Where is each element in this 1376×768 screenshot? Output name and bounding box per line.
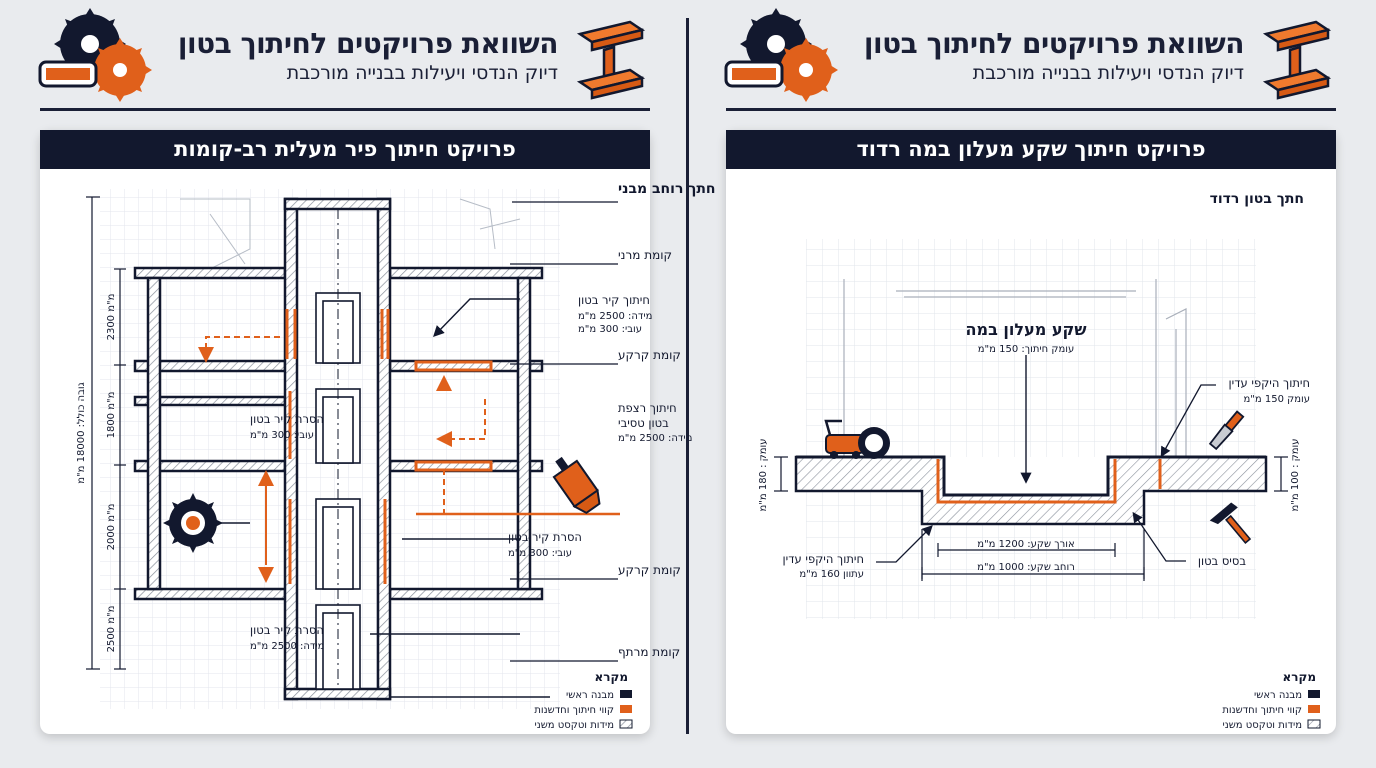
width-dim: רוחב שקע: 1000 מ"מ <box>977 562 1075 573</box>
center-divider <box>686 18 689 734</box>
core-drill-icon <box>552 456 601 515</box>
stage-lift-pit-card: פרויקט חיתוך שקע מעלון במה רדוד <box>726 130 1336 734</box>
saw-blade-icon <box>163 493 223 553</box>
note1-title: חיתוך קיר בטון <box>578 293 650 307</box>
chisel-icon <box>1208 410 1245 451</box>
steel-beam-icon <box>576 20 646 100</box>
header-subtitle: דיוק הנדסי ויעילות בבנייה מורכבת <box>972 62 1244 84</box>
floor-label-1: קומת קרקע <box>618 348 681 362</box>
legend-swatch-cut <box>1308 705 1320 713</box>
legend-swatch-dim <box>1307 719 1321 729</box>
legend-swatch-dim <box>619 719 633 729</box>
note5-title: הסרת קיר בטון <box>250 623 324 637</box>
note2-size: מידה: 2500 מ"מ <box>618 433 692 444</box>
edge-cut-sub: עומק 150 מ"מ <box>1243 394 1310 405</box>
concrete-saw-icon <box>824 419 890 459</box>
perimeter-cut-title: חיתוך היקפי עדין <box>783 552 864 566</box>
legend-item-structure: מבנה ראשי <box>566 690 614 701</box>
edge-cut-title: חיתוך היקפי עדין <box>1229 376 1310 390</box>
header-title: השוואת פרויקטים לחיתוך בטון <box>177 27 559 60</box>
pit-title: שקע מעלון במה <box>966 320 1087 339</box>
note4-title: הסרת קיר בטון <box>508 530 582 544</box>
floor-label-top: קומת מרני <box>618 248 672 262</box>
elevator-shaft-card: פרויקט חיתוך פיר מעלית רב-קומות <box>40 130 716 734</box>
note1-size: מידה: 2500 מ"מ <box>578 311 652 322</box>
legend-item-dim: מידות וטקסט משני <box>1222 720 1302 731</box>
card-title: פרויקט חיתוך פיר מעלית רב-קומות <box>40 130 650 169</box>
card-title: פרויקט חיתוך שקע מעלון במה רדוד <box>726 130 1336 169</box>
dim-2: 1800 מ"מ <box>106 392 117 439</box>
dim-total: גובה כולל: 18000 מ"מ <box>76 382 87 483</box>
note1-thickness: עובי: 300 מ"מ <box>578 324 642 335</box>
shallow-pit-section-diagram: חתך בטון רדוד שקע מעלון במה עומק חיתוך: … <box>758 191 1321 731</box>
header-rule <box>726 108 1336 111</box>
section-title: חתך בטון רדוד <box>1210 191 1304 207</box>
header-subtitle: דיוק הנדסי ויעילות בבנייה מורכבת <box>286 62 558 84</box>
circular-saw-icon <box>724 8 838 102</box>
pit-subtitle: עומק חיתוך: 150 מ"מ <box>978 344 1075 355</box>
legend-item-dim: מידות וטקסט משני <box>534 720 614 731</box>
pit-cut-line <box>936 459 1117 504</box>
legend-item-cut: קווי חיתוך וחדשנות <box>534 705 614 716</box>
elevator-shaft-section-diagram: חתך רוחב מבני קומת מרני קומת קרקע קומת ק… <box>76 181 716 731</box>
legend-swatch-structure <box>1308 690 1320 698</box>
note3-title: הסרת קיר בטון <box>250 412 324 426</box>
section-title: חתך רוחב מבני <box>618 181 716 197</box>
dim-4: 2500 מ"מ <box>106 606 117 653</box>
legend-swatch-structure <box>620 690 632 698</box>
depth-left: עומק : 180 מ"מ <box>758 438 769 511</box>
legend-title: מקרא <box>595 670 628 684</box>
dim-1: 2300 מ"מ <box>106 294 117 341</box>
base-label: בסיס בטון <box>1198 554 1247 568</box>
note3-thickness: עובי: 300 מ"מ <box>250 430 314 441</box>
note2-title: חיתוך רצפת <box>618 401 677 415</box>
circular-saw-icon <box>38 8 152 102</box>
right-comparison-panel: השוואת פרויקטים לחיתוך בטון דיוק הנדסי ו… <box>688 0 1376 768</box>
note4-thickness: עובי: 300 מ"מ <box>508 548 572 559</box>
legend-swatch-cut <box>620 705 632 713</box>
hammer-icon <box>1209 502 1252 544</box>
depth-right: עומק : 100 מ"מ <box>1290 438 1301 511</box>
dim-3: 2000 מ"מ <box>106 504 117 551</box>
floor-label-base: קומת מרתף <box>618 645 680 659</box>
perimeter-cut-sub: עתוון 160 מ"מ <box>799 569 864 580</box>
steel-beam-icon <box>1262 20 1332 100</box>
legend-item-cut: קווי חיתוך וחדשנות <box>1222 705 1302 716</box>
legend-title: מקרא <box>1283 670 1316 684</box>
left-comparison-panel: השוואת פרויקטים לחיתוך בטון דיוק הנדסי ו… <box>38 8 716 734</box>
length-dim: אורך שקע: 1200 מ"מ <box>977 539 1074 550</box>
legend-item-structure: מבנה ראשי <box>1254 690 1302 701</box>
header-rule <box>40 108 650 111</box>
note5-size: מידה: 2500 מ"מ <box>250 641 324 652</box>
floor-label-2: קומת קרקע <box>618 563 681 577</box>
header-title: השוואת פרויקטים לחיתוך בטון <box>863 27 1245 60</box>
note2-line2: בטון טסיבי <box>618 416 669 430</box>
